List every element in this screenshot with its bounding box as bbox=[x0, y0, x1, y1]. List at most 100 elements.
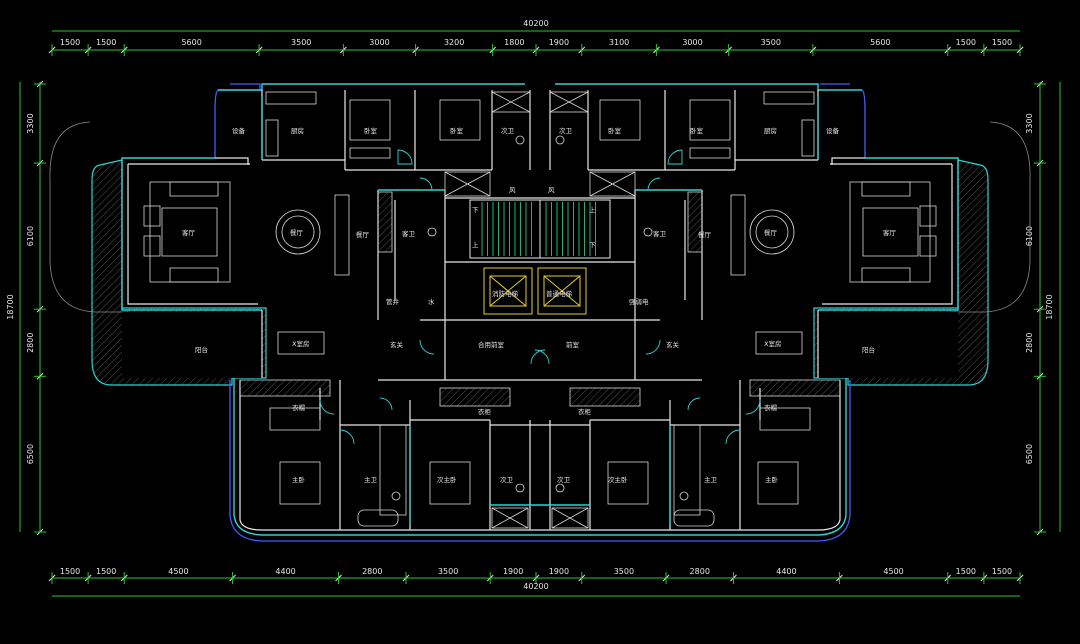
appliance-left-label: 设备 bbox=[232, 126, 246, 135]
top-seg-label-13: 1500 bbox=[992, 38, 1012, 47]
bath-bottom-right-label: 次卫 bbox=[557, 475, 571, 484]
right-seg-label-2: 2800 bbox=[1025, 333, 1034, 353]
left-seg-label-0: 3300 bbox=[26, 113, 35, 133]
bottom-seg-label-8: 3500 bbox=[614, 567, 634, 576]
bottom-seg-label-0: 1500 bbox=[60, 567, 80, 576]
dining-partition-left-label: 餐厅 bbox=[356, 230, 370, 239]
doors bbox=[319, 149, 761, 445]
water-label: 水 bbox=[428, 297, 435, 306]
closet-left-label: 衣柜 bbox=[478, 407, 492, 416]
kitchen-right-label: 厨房 bbox=[764, 126, 777, 135]
balcony-left bbox=[91, 159, 267, 386]
left-total-label: 18700 bbox=[6, 294, 15, 319]
right-total-label: 18700 bbox=[1045, 294, 1054, 319]
room-labels: 客厅 客厅 餐厅 餐厅 阳台 阳台 厨房 厨房 设备 设备 卧室 卧室 卧室 卧… bbox=[182, 126, 897, 484]
balcony-left-label: 阳台 bbox=[195, 345, 208, 354]
bedroom-top3-label: 卧室 bbox=[608, 126, 622, 135]
living-left-label: 客厅 bbox=[182, 228, 196, 237]
bottom-seg-label-11: 4500 bbox=[883, 567, 903, 576]
bottom-seg-label-4: 2800 bbox=[362, 567, 382, 576]
bottom-dimensions: 40200 1500 1500 4500 4400 2800 3500 1900 1900 35… bbox=[48, 567, 1024, 597]
right-dimensions: 18700 3300 6100 2800 6500 bbox=[1025, 80, 1061, 536]
entry-right-label: 玄关 bbox=[666, 340, 680, 349]
wind-left-label: 风 bbox=[509, 186, 516, 194]
lobby-label: 合用前室 bbox=[478, 340, 505, 349]
top-seg-label-4: 3000 bbox=[369, 38, 389, 47]
dining-partition-right-label: 餐厅 bbox=[698, 230, 712, 239]
up-right-label: 上 bbox=[589, 205, 596, 214]
top-seg-label-2: 5600 bbox=[181, 38, 201, 47]
master-right-label: 主卧 bbox=[765, 475, 779, 484]
up-left-label: 上 bbox=[472, 240, 479, 249]
corridor-label: 前室 bbox=[566, 340, 580, 349]
dining-left-label: 餐厅 bbox=[290, 228, 304, 237]
bedroom-top2-label: 卧室 bbox=[450, 126, 464, 135]
top-seg-label-0: 1500 bbox=[60, 38, 80, 47]
elevator-right-label: 普通电梯 bbox=[546, 289, 573, 298]
bottom-seg-label-3: 4400 bbox=[275, 567, 295, 576]
bottom-seg-label-6: 1900 bbox=[503, 567, 523, 576]
study-left-label: X室房 bbox=[292, 339, 309, 348]
dining-right-label: 餐厅 bbox=[764, 228, 778, 237]
bedroom-top1-label: 卧室 bbox=[364, 126, 378, 135]
balcony-right-label: 阳台 bbox=[862, 345, 875, 354]
furniture bbox=[143, 91, 937, 529]
bottom-seg-label-7: 1900 bbox=[549, 567, 569, 576]
guestbath-right-label: 客卫 bbox=[653, 229, 667, 238]
bath-top-right-label: 次卫 bbox=[559, 126, 573, 135]
bottom-seg-label-9: 2800 bbox=[690, 567, 710, 576]
top-seg-label-10: 3500 bbox=[761, 38, 781, 47]
down-right-label: 下 bbox=[589, 241, 596, 249]
master-left-label: 主卧 bbox=[292, 475, 306, 484]
top-seg-label-1: 1500 bbox=[96, 38, 116, 47]
top-seg-label-6: 1800 bbox=[504, 38, 524, 47]
down-left-label: 下 bbox=[472, 206, 479, 214]
master-bath-left-label: 主卫 bbox=[364, 475, 378, 484]
top-seg-label-11: 5600 bbox=[870, 38, 890, 47]
top-total-label: 40200 bbox=[523, 19, 548, 28]
closet-right-label: 衣柜 bbox=[578, 407, 592, 416]
partitions bbox=[215, 90, 865, 530]
entry-left-label: 玄关 bbox=[390, 340, 404, 349]
elevators bbox=[483, 267, 587, 315]
bottom-seg-label-12: 1500 bbox=[956, 567, 976, 576]
study-right-label: X室房 bbox=[764, 339, 781, 348]
right-seg-label-1: 6100 bbox=[1025, 226, 1034, 246]
kitchen-left-label: 厨房 bbox=[291, 126, 304, 135]
top-seg-label-9: 3000 bbox=[682, 38, 702, 47]
bottom-total-label: 40200 bbox=[523, 582, 548, 591]
left-seg-label-1: 6100 bbox=[26, 226, 35, 246]
shaft-left-label: 管井 bbox=[386, 297, 400, 306]
appliance-right-label: 设备 bbox=[826, 126, 840, 135]
bottom-seg-label-5: 3500 bbox=[438, 567, 458, 576]
elevator-left-label: 消防电梯 bbox=[492, 289, 519, 298]
master-bath-right-label: 主卫 bbox=[704, 475, 718, 484]
wind-right-label: 风 bbox=[548, 186, 555, 194]
staircase bbox=[469, 199, 611, 259]
bottom-seg-label-13: 1500 bbox=[992, 567, 1012, 576]
bedroom-top4-label: 卧室 bbox=[690, 126, 704, 135]
bottom-seg-label-1: 1500 bbox=[96, 567, 116, 576]
bottom-seg-label-10: 4400 bbox=[776, 567, 796, 576]
right-seg-label-0: 3300 bbox=[1025, 113, 1034, 133]
right-seg-label-3: 6500 bbox=[1025, 444, 1034, 464]
top-seg-label-5: 3200 bbox=[444, 38, 464, 47]
top-seg-label-8: 3100 bbox=[609, 38, 629, 47]
left-seg-label-3: 6500 bbox=[26, 444, 35, 464]
cloak-right-label: 衣帽 bbox=[764, 403, 778, 412]
second-master-left-label: 次主卧 bbox=[437, 475, 457, 484]
building-outline bbox=[121, 83, 959, 542]
balcony-right bbox=[813, 159, 989, 386]
bath-bottom-left-label: 次卫 bbox=[500, 475, 514, 484]
top-seg-label-3: 3500 bbox=[291, 38, 311, 47]
cloak-left-label: 衣帽 bbox=[292, 403, 306, 412]
shaft-right-label: 强弱电 bbox=[629, 297, 649, 306]
top-seg-label-12: 1500 bbox=[956, 38, 976, 47]
living-right-label: 客厅 bbox=[883, 228, 897, 237]
bottom-seg-label-2: 4500 bbox=[168, 567, 188, 576]
second-master-right-label: 次主卧 bbox=[608, 475, 628, 484]
site-outline bbox=[49, 121, 1031, 313]
